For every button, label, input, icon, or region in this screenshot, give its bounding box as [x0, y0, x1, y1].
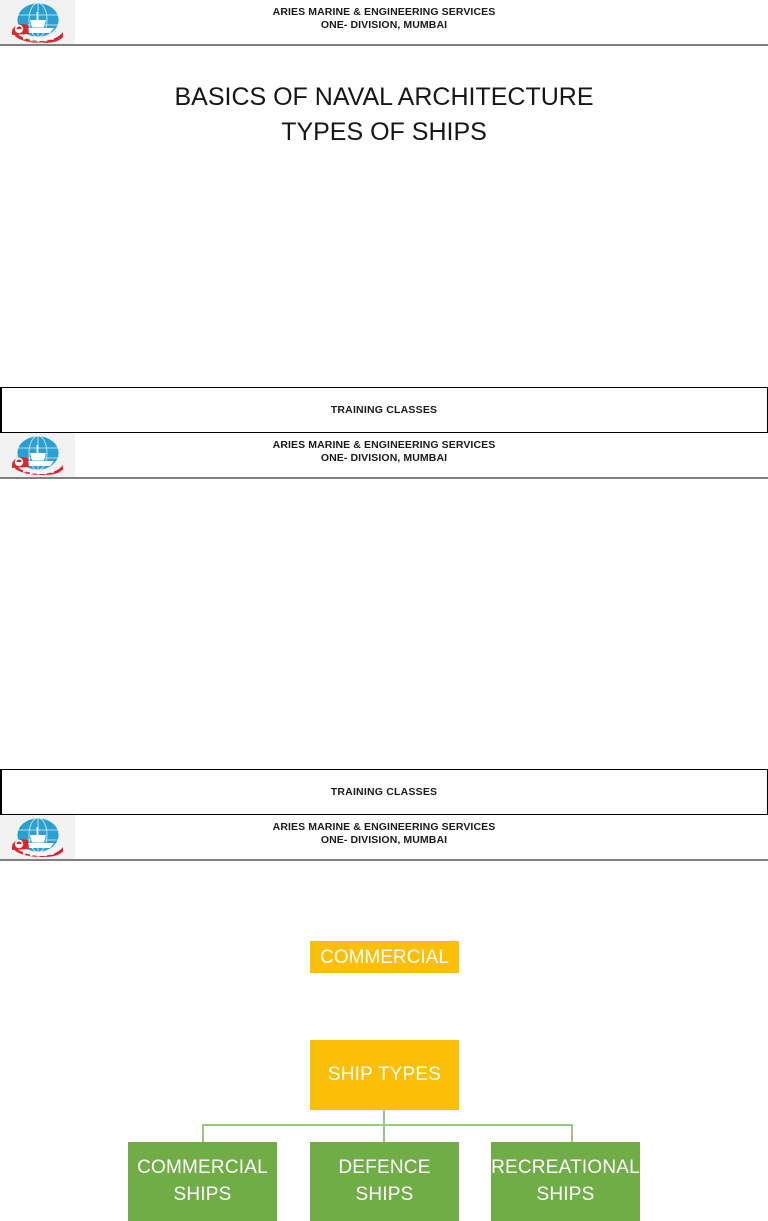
slide-1-content-area	[0, 149, 768, 387]
node-defence-ships-label-2: SHIPS	[355, 1183, 414, 1205]
slide-1: ARIES MARINE & ENGINEERING SERVICES ONE-…	[0, 0, 768, 433]
aries-globe-ship-logo	[12, 817, 63, 857]
slide-header-bar: ARIES MARINE & ENGINEERING SERVICES ONE-…	[0, 0, 768, 46]
brand-title: ARIES MARINE & ENGINEERING SERVICES ONE-…	[0, 821, 768, 847]
aries-globe-ship-logo	[12, 435, 63, 475]
connector-horizontal-bus	[202, 1124, 573, 1126]
node-commercial-partial-label: COMMERCIAL	[320, 947, 449, 968]
aries-globe-ship-logo	[12, 2, 63, 43]
node-commercial-ships-label-1: COMMERCIAL	[137, 1156, 268, 1178]
node-recreational-ships-label-1: RECREATIONAL	[491, 1156, 640, 1178]
training-classes-label: TRAINING CLASSES	[330, 786, 438, 798]
node-commercial-partial[interactable]: COMMERCIAL	[310, 941, 459, 973]
slide-header-bar-2: ARIES MARINE & ENGINEERING SERVICES ONE-…	[0, 433, 768, 479]
title-line-2: TYPES OF SHIPS	[281, 117, 487, 146]
logo-cell-2	[0, 433, 75, 477]
node-commercial-ships-label-2: SHIPS	[173, 1183, 232, 1205]
node-commercial-ships[interactable]: COMMERCIAL SHIPS	[128, 1142, 277, 1221]
node-defence-ships[interactable]: DEFENCE SHIPS	[310, 1142, 459, 1221]
slide-3: ARIES MARINE & ENGINEERING SERVICES ONE-…	[0, 815, 768, 973]
brand-line-1: ARIES MARINE & ENGINEERING SERVICES	[272, 821, 496, 833]
node-ship-types[interactable]: SHIP TYPES	[310, 1040, 459, 1110]
brand-title: ARIES MARINE & ENGINEERING SERVICES ONE-…	[0, 6, 768, 32]
slide-2: ARIES MARINE & ENGINEERING SERVICES ONE-…	[0, 433, 768, 1221]
node-recreational-ships-label-2: SHIPS	[536, 1183, 595, 1205]
ship-types-org-chart: SHIP TYPES COMMERCIAL SHIPS DEFENCE SHIP…	[0, 479, 768, 1221]
logo-cell-3	[0, 815, 75, 859]
slide-3-content-area: COMMERCIAL	[0, 861, 768, 973]
brand-line-2: ONE- DIVISION, MUMBAI	[320, 18, 448, 31]
brand-line-2: ONE- DIVISION, MUMBAI	[320, 833, 448, 846]
training-classes-footer-1: TRAINING CLASSES	[0, 387, 768, 433]
brand-line-1: ARIES MARINE & ENGINEERING SERVICES	[272, 6, 496, 18]
node-ship-types-label: SHIP TYPES	[327, 1063, 442, 1085]
training-classes-label: TRAINING CLASSES	[330, 404, 438, 416]
node-recreational-ships[interactable]: RECREATIONAL SHIPS	[491, 1142, 640, 1221]
slide-header-bar-3: ARIES MARINE & ENGINEERING SERVICES ONE-…	[0, 815, 768, 861]
connector-branch-right	[571, 1124, 573, 1142]
training-classes-footer-2: TRAINING CLASSES	[0, 769, 768, 815]
slide-1-title: BASICS OF NAVAL ARCHITECTURE TYPES OF SH…	[0, 46, 768, 149]
brand-line-2: ONE- DIVISION, MUMBAI	[320, 451, 448, 464]
brand-title: ARIES MARINE & ENGINEERING SERVICES ONE-…	[0, 439, 768, 465]
connector-branch-left	[202, 1124, 204, 1142]
logo-cell	[0, 0, 75, 44]
node-defence-ships-label-1: DEFENCE	[338, 1156, 431, 1178]
title-line-1: BASICS OF NAVAL ARCHITECTURE	[174, 83, 594, 111]
brand-line-1: ARIES MARINE & ENGINEERING SERVICES	[272, 439, 496, 451]
